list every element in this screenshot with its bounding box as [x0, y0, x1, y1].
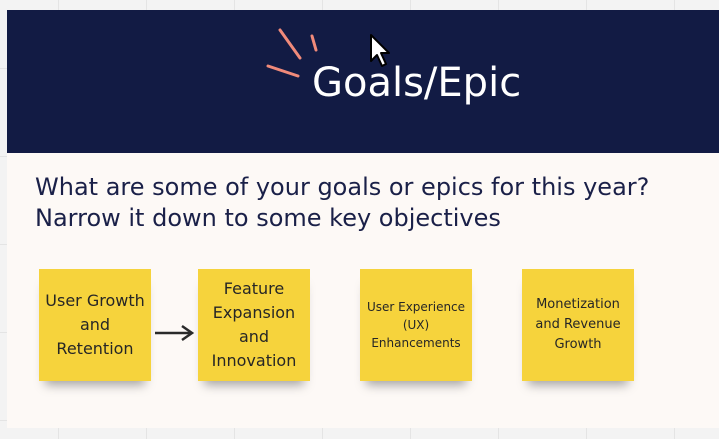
- sticky-note[interactable]: Feature Expansion and Innovation: [198, 269, 310, 381]
- spark-lines-icon: [266, 28, 318, 78]
- frame-title: Goals/Epic: [312, 60, 522, 106]
- frame-header: Goals/Epic: [7, 10, 719, 153]
- sticky-note[interactable]: Monetization and Revenue Growth: [522, 269, 634, 381]
- arrow-right-icon[interactable]: [154, 323, 196, 343]
- prompt-question: What are some of your goals or epics for…: [35, 173, 650, 232]
- sticky-note-text: User Growth and Retention: [45, 291, 145, 358]
- sticky-note[interactable]: User Experience (UX) Enhancements: [360, 269, 472, 381]
- sticky-note-text: Monetization and Revenue Growth: [535, 297, 621, 352]
- goals-frame[interactable]: Goals/Epic What are some of your goals o…: [7, 10, 719, 428]
- sticky-note[interactable]: User Growth and Retention: [39, 269, 151, 381]
- sticky-note-text: User Experience (UX) Enhancements: [366, 300, 466, 350]
- sticky-note-text: Feature Expansion and Innovation: [211, 279, 297, 370]
- mouse-pointer-icon: [370, 34, 390, 67]
